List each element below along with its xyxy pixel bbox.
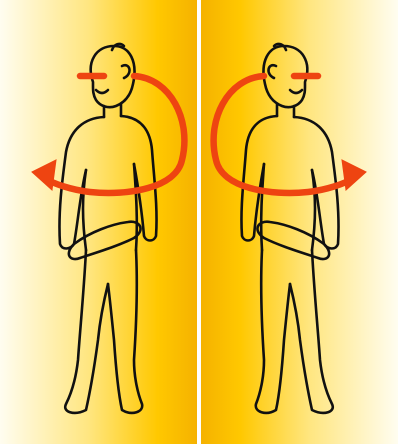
left-rotation-arrow [32,76,184,193]
left-person-outline [59,44,156,413]
right-panel [201,0,398,444]
right-person-outline [241,44,338,413]
left-person-figure [0,0,197,444]
right-person-figure [201,0,398,444]
right-rotation-arrow [214,76,366,193]
left-panel [0,0,197,444]
